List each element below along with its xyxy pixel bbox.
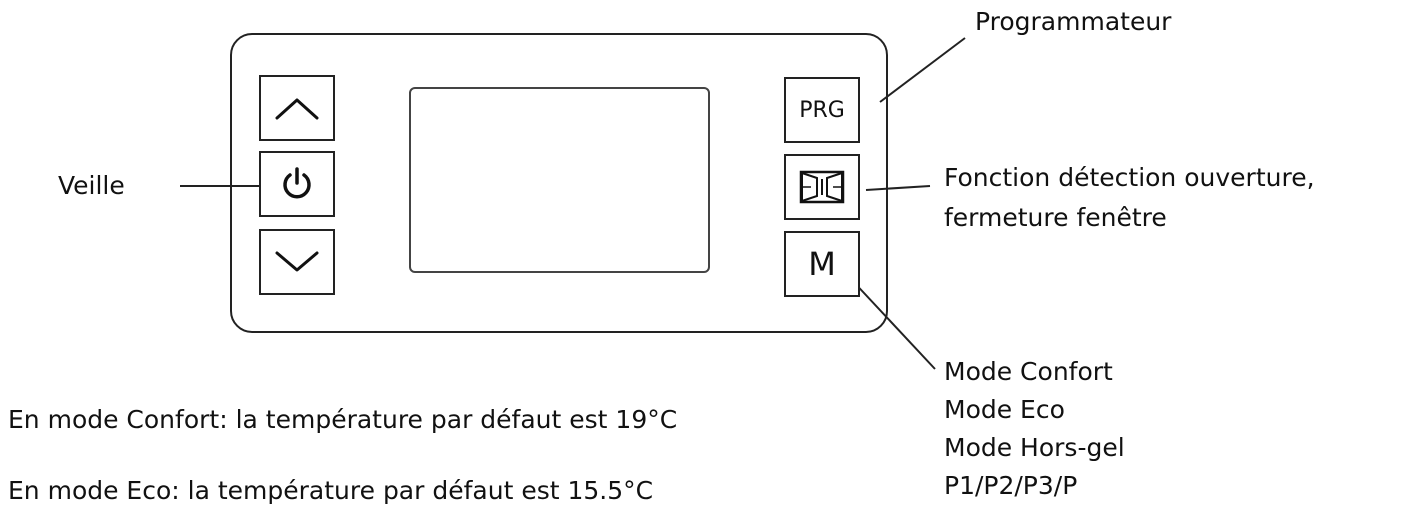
mode-callout-line	[849, 277, 936, 370]
mode-list-item: Mode Confort	[944, 357, 1113, 386]
up-button[interactable]	[259, 75, 335, 141]
mode-button[interactable]: M	[784, 231, 860, 297]
chevron-down-icon	[275, 251, 319, 272]
window-detection-button[interactable]	[784, 154, 860, 220]
mode-list: Mode Confort Mode Eco Mode Hors-gel P1/P…	[944, 353, 1125, 505]
programmateur-label: Programmateur	[975, 7, 1172, 36]
mode-list-item: Mode Hors-gel	[944, 433, 1125, 462]
eco-default-note: En mode Eco: la température par défaut e…	[8, 476, 654, 505]
display-screen	[409, 87, 710, 273]
mode-button-label: M	[808, 245, 836, 283]
thermostat-panel	[230, 33, 888, 333]
fenetre-callout-line	[865, 185, 931, 191]
chevron-up-icon	[275, 98, 319, 120]
fenetre-label-line1: Fonction détection ouverture,	[944, 163, 1315, 192]
power-icon	[283, 167, 311, 199]
mode-list-item: P1/P2/P3/P	[944, 471, 1078, 500]
mode-list-item: Mode Eco	[944, 395, 1065, 424]
window-icon	[799, 170, 845, 204]
prg-button[interactable]: PRG	[784, 77, 860, 143]
confort-default-note: En mode Confort: la température par défa…	[8, 405, 678, 434]
veille-label: Veille	[58, 171, 125, 200]
down-button[interactable]	[259, 229, 335, 295]
prg-button-label: PRG	[799, 97, 845, 123]
programmateur-callout-line	[879, 37, 966, 103]
power-button[interactable]	[259, 151, 335, 217]
fenetre-label-line2: fermeture fenêtre	[944, 203, 1167, 232]
